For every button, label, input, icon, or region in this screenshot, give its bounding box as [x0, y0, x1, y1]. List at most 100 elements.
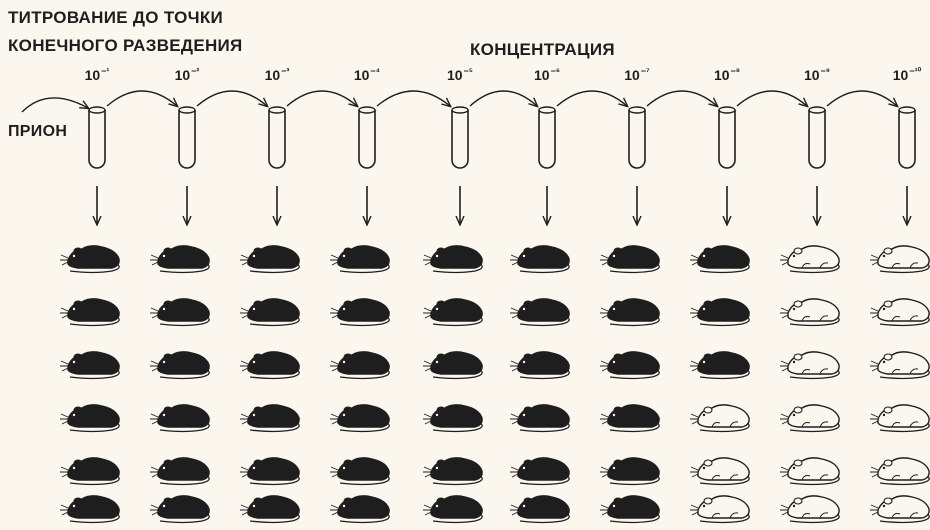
test-tube [539, 107, 555, 168]
healthy-mouse [870, 496, 929, 523]
sick-mouse [600, 352, 659, 379]
dilution-label: 10−⁵ [447, 66, 473, 83]
test-tube [899, 107, 915, 168]
healthy-mouse [780, 496, 839, 523]
healthy-mouse [780, 405, 839, 432]
healthy-mouse [780, 458, 839, 485]
healthy-mouse [780, 246, 839, 273]
sick-mouse [150, 352, 209, 379]
sick-mouse [510, 352, 569, 379]
dilution-exponent: −³ [281, 66, 289, 76]
transfer-arc [647, 91, 717, 106]
healthy-mouse [780, 352, 839, 379]
healthy-mouse [690, 405, 749, 432]
healthy-mouse [870, 458, 929, 485]
transfer-arc [737, 91, 807, 106]
sick-mouse [510, 299, 569, 326]
sick-mouse [60, 405, 119, 432]
sick-mouse [150, 458, 209, 485]
sick-mouse [150, 246, 209, 273]
transfer-arc [470, 91, 537, 106]
sick-mouse [330, 299, 389, 326]
dilution-label: 10−⁷ [624, 66, 650, 83]
transfer-arc [22, 98, 88, 112]
sick-mouse [600, 246, 659, 273]
healthy-mouse [870, 352, 929, 379]
healthy-mouse [690, 458, 749, 485]
test-tube [719, 107, 735, 168]
dilution-label: 10−² [175, 66, 200, 83]
dilution-exponent: −⁹ [821, 66, 831, 76]
dilution-base: 10 [354, 67, 370, 83]
healthy-mouse [870, 246, 929, 273]
test-tube [359, 107, 375, 168]
dilution-label: 10−⁶ [534, 66, 560, 83]
sick-mouse [150, 405, 209, 432]
sick-mouse [60, 458, 119, 485]
sick-mouse [600, 299, 659, 326]
sick-mouse [60, 299, 119, 326]
sick-mouse [423, 246, 482, 273]
transfer-arc [197, 91, 267, 106]
sick-mouse [330, 352, 389, 379]
dilution-base: 10 [893, 67, 909, 83]
healthy-mouse [690, 496, 749, 523]
sick-mouse [330, 246, 389, 273]
test-tube [269, 107, 285, 168]
sick-mouse [240, 246, 299, 273]
dilution-exponent: −¹⁰ [909, 66, 921, 76]
transfer-arc [827, 91, 897, 106]
sick-mouse [510, 496, 569, 523]
test-tube [809, 107, 825, 168]
sick-mouse [690, 246, 749, 273]
dilution-label: 10−⁹ [804, 66, 830, 83]
dilution-label: 10−⁸ [714, 66, 740, 83]
dilution-base: 10 [804, 67, 820, 83]
dilution-label: 10−³ [265, 66, 290, 83]
dilution-label: 10−¹ [85, 66, 110, 83]
sick-mouse [690, 352, 749, 379]
sick-mouse [60, 246, 119, 273]
transfer-arc [107, 91, 177, 106]
sick-mouse [510, 458, 569, 485]
dilution-exponent: −⁸ [731, 66, 741, 76]
test-tube [89, 107, 105, 168]
dilution-exponent: −⁵ [464, 66, 473, 76]
sick-mouse [240, 458, 299, 485]
sick-mouse [330, 458, 389, 485]
dilution-label: 10−¹⁰ [893, 66, 921, 83]
sick-mouse [423, 405, 482, 432]
sick-mouse [510, 246, 569, 273]
dilution-exponent: −⁶ [551, 66, 560, 76]
test-tube [629, 107, 645, 168]
dilution-base: 10 [447, 67, 463, 83]
dilution-exponent: −¹ [101, 66, 109, 76]
dilution-base: 10 [85, 67, 101, 83]
transfer-arc [377, 91, 450, 106]
sick-mouse [600, 496, 659, 523]
sick-mouse [150, 299, 209, 326]
sick-mouse [423, 352, 482, 379]
dilution-base: 10 [265, 67, 281, 83]
dilution-base: 10 [175, 67, 191, 83]
sick-mouse [600, 458, 659, 485]
sick-mouse [240, 352, 299, 379]
sick-mouse [150, 496, 209, 523]
sick-mouse [423, 496, 482, 523]
dilution-base: 10 [714, 67, 730, 83]
test-tube [452, 107, 468, 168]
dilution-base: 10 [534, 67, 550, 83]
transfer-arc [287, 91, 357, 106]
sick-mouse [240, 496, 299, 523]
dilution-exponent: −² [191, 66, 199, 76]
test-tube [179, 107, 195, 168]
sick-mouse [330, 496, 389, 523]
sick-mouse [600, 405, 659, 432]
healthy-mouse [870, 405, 929, 432]
sick-mouse [510, 405, 569, 432]
dilution-exponent: −⁴ [370, 66, 380, 76]
sick-mouse [60, 496, 119, 523]
transfer-arc [557, 91, 627, 106]
sick-mouse [240, 299, 299, 326]
